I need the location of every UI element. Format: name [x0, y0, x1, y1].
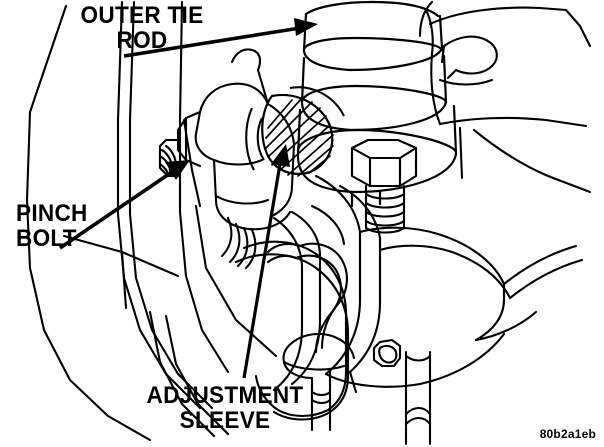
steering-knuckle [272, 174, 512, 394]
strut-rod [404, 350, 432, 446]
lower-control-arm [234, 240, 350, 421]
leader-arrows [58, 18, 318, 379]
fender-inner-panel [62, 118, 278, 358]
fender-wheel-opening [25, 0, 230, 442]
outer-tie-rod-arrow [123, 18, 318, 58]
stabilizer-link [282, 332, 356, 432]
figure-reference-code: 80b2a1eb [539, 427, 596, 441]
outer-tie-rod-body [194, 48, 296, 270]
brake-hose [266, 242, 348, 354]
upper-background-structure [418, 0, 592, 342]
label-outer-tie-rod: OUTER TIE ROD [80, 2, 204, 54]
label-pinch-bolt: PINCH BOLT [16, 200, 88, 252]
label-adjustment-sleeve: ADJUSTMENT SLEEVE [146, 382, 304, 434]
pinch-bolt-arrow [58, 160, 190, 250]
knuckle-bolt [372, 338, 402, 368]
tie-rod-end-boot [296, 0, 458, 208]
adjustment-sleeve-arrow [242, 144, 290, 379]
ball-stud-hex-nut [350, 138, 418, 234]
